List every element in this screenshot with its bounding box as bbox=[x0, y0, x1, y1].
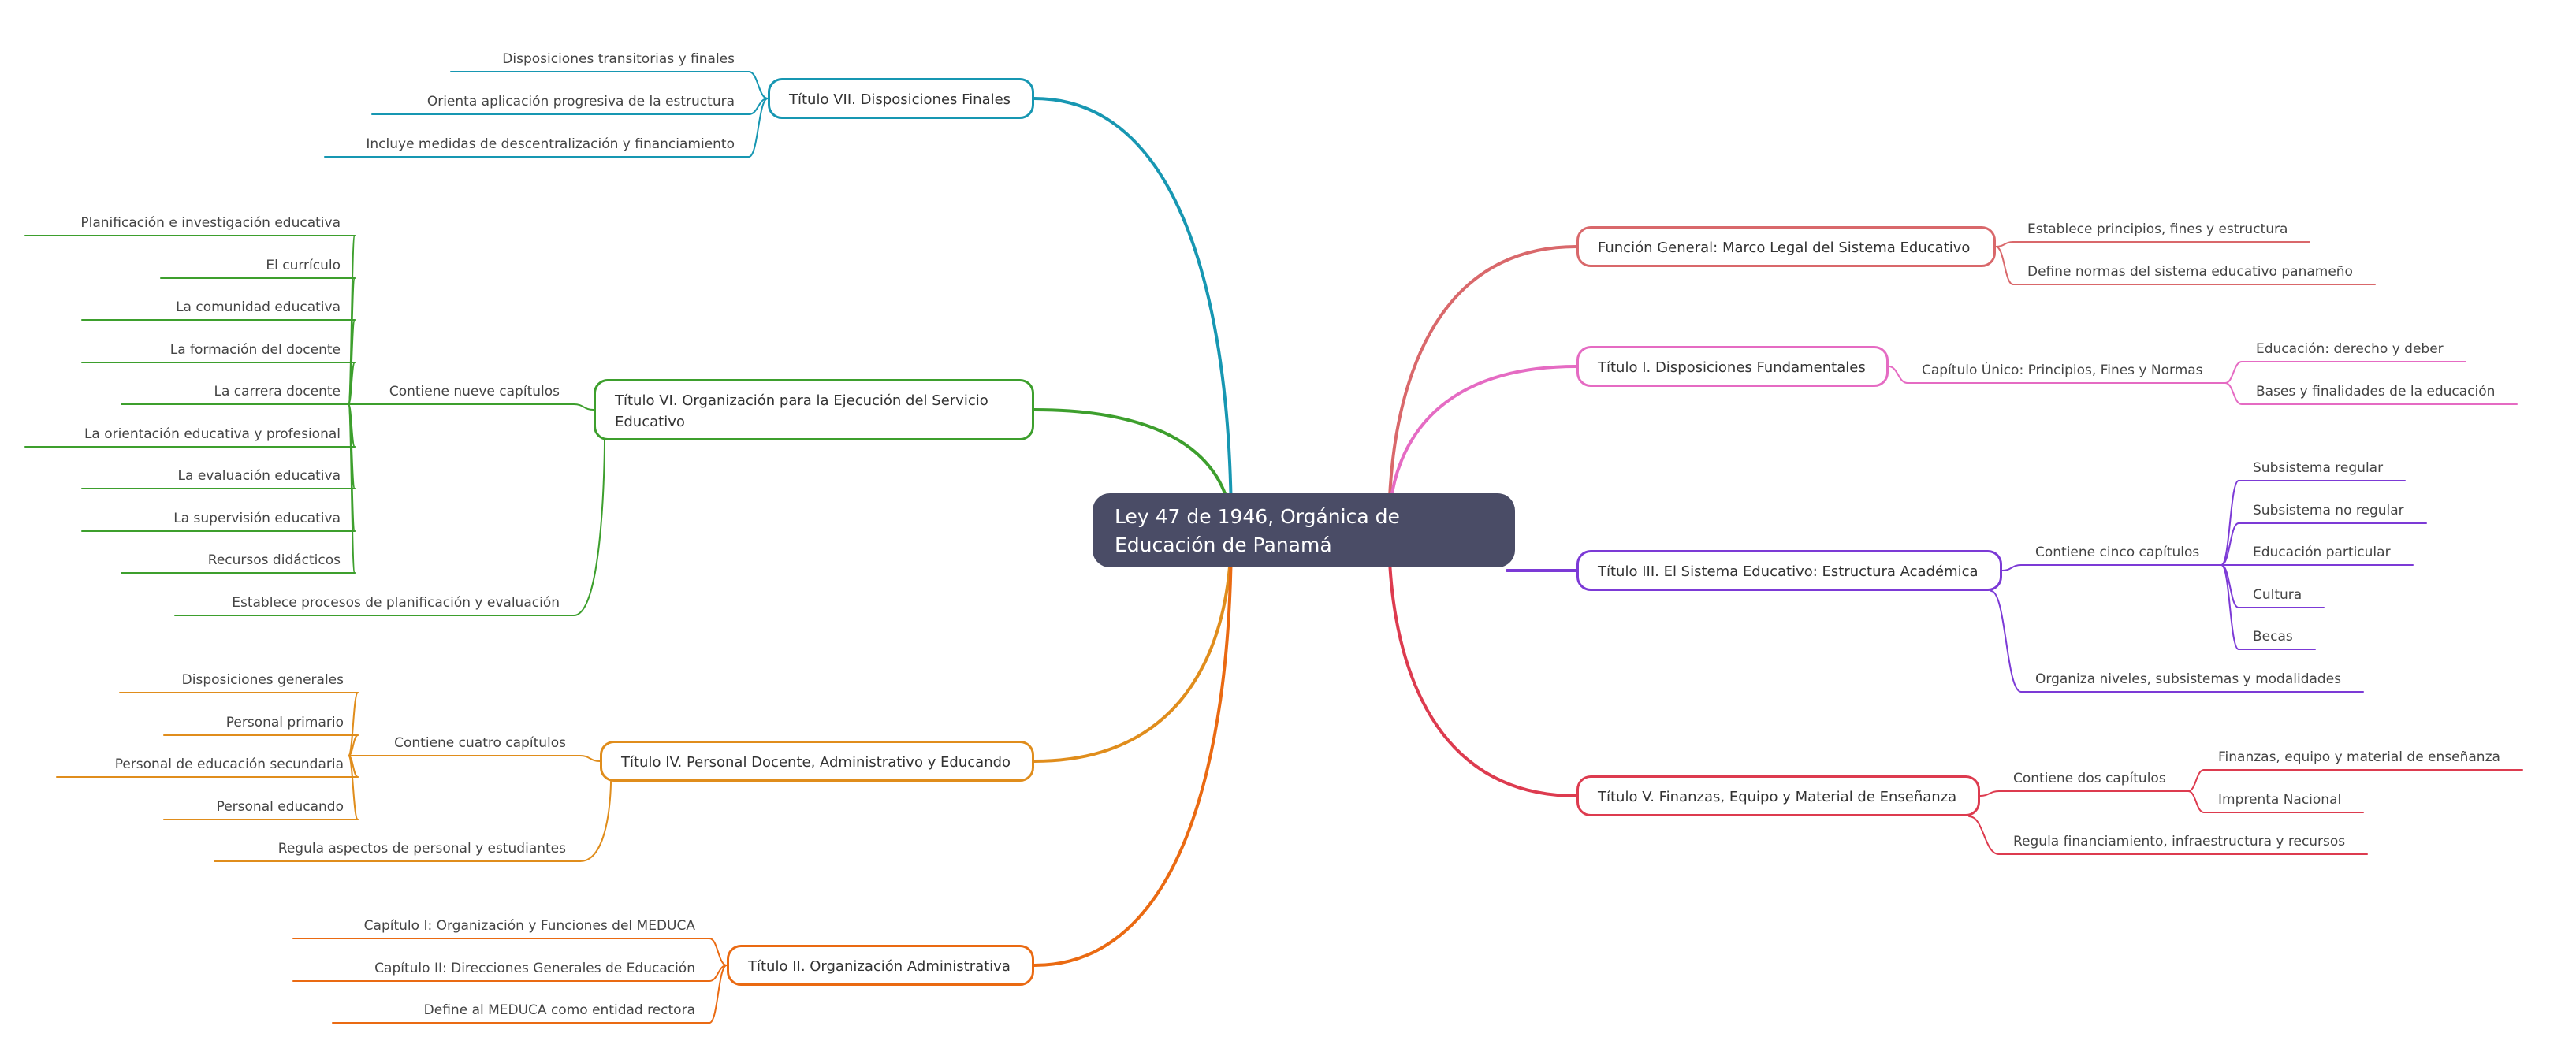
group-titulo-iii: Contiene cinco capítulos bbox=[2035, 545, 2200, 560]
leaf-titulo-vi-6: La orientación educativa y profesional bbox=[84, 426, 341, 442]
leaf-titulo-ii-1-link bbox=[709, 938, 728, 966]
leaf-titulo-i-2: Bases y finalidades de la educación bbox=[2256, 384, 2496, 400]
leaf-titulo-iv-extra-link bbox=[579, 781, 612, 862]
leaf-titulo-iv-4-link bbox=[348, 755, 359, 820]
leaf-titulo-vi-7: La evaluación educativa bbox=[177, 468, 341, 484]
group-titulo-vi: Contiene nueve capítulos bbox=[389, 384, 560, 400]
leaf-titulo-i-1: Educación: derecho y deber bbox=[2256, 341, 2444, 357]
leaf-titulo-i-1-link bbox=[2224, 361, 2243, 384]
leaf-titulo-v-1-link bbox=[2187, 769, 2205, 792]
leaf-titulo-iii-2-link bbox=[2220, 522, 2239, 566]
leaf-titulo-v-2: Imprenta Nacional bbox=[2218, 792, 2342, 808]
group-titulo-iv-link bbox=[579, 755, 601, 762]
group-titulo-i-link bbox=[1888, 366, 1908, 384]
leaf-titulo-i-2-link bbox=[2224, 382, 2243, 405]
leaf-titulo-iii-1-link bbox=[2220, 480, 2239, 566]
topic-titulo-v[interactable]: Título V. Finanzas, Equipo y Material de… bbox=[1576, 775, 1980, 816]
topic-titulo-iv[interactable]: Título IV. Personal Docente, Administrat… bbox=[600, 741, 1034, 782]
leaf-titulo-iv-2-link bbox=[348, 734, 359, 756]
topic-titulo-i[interactable]: Título I. Disposiciones Fundamentales bbox=[1576, 346, 1889, 387]
leaf-funcion-1: Establece principios, fines y estructura bbox=[2027, 221, 2288, 237]
leaf-titulo-iii-extra: Organiza niveles, subsistemas y modalida… bbox=[2035, 671, 2342, 687]
leaf-titulo-vi-9-link bbox=[348, 403, 356, 574]
leaf-titulo-vi-2: El currículo bbox=[266, 258, 341, 273]
leaf-funcion-2: Define normas del sistema educativo pana… bbox=[2027, 264, 2353, 280]
leaf-titulo-ii-3-link bbox=[709, 965, 728, 1024]
leaf-titulo-iii-5-link bbox=[2220, 564, 2239, 650]
leaf-titulo-iv-4: Personal educando bbox=[216, 799, 344, 815]
leaf-titulo-vii-1: Disposiciones transitorias y finales bbox=[502, 51, 735, 67]
leaf-titulo-vii-1-link bbox=[748, 71, 769, 99]
leaf-titulo-vi-extra: Establece procesos de planificación y ev… bbox=[232, 595, 560, 611]
leaf-titulo-ii-1: Capítulo I: Organización y Funciones del… bbox=[363, 918, 695, 934]
leaf-titulo-iv-extra: Regula aspectos de personal y estudiante… bbox=[277, 841, 566, 857]
group-titulo-v: Contiene dos capítulos bbox=[2013, 771, 2166, 786]
leaf-titulo-vi-4-link bbox=[348, 362, 356, 405]
leaf-titulo-iii-3: Educación particular bbox=[2253, 545, 2391, 560]
leaf-titulo-v-extra: Regula financiamiento, infraestructura y… bbox=[2013, 834, 2346, 849]
leaf-titulo-iv-2: Personal primario bbox=[225, 715, 344, 730]
leaf-funcion-1-link bbox=[1995, 241, 2014, 247]
central-topic[interactable]: Ley 47 de 1946, Orgánica de Educación de… bbox=[1093, 493, 1515, 567]
group-titulo-vi-link bbox=[573, 403, 594, 411]
leaf-titulo-v-1: Finanzas, equipo y material de enseñanza bbox=[2218, 749, 2500, 765]
leaf-titulo-vi-3: La comunidad educativa bbox=[176, 299, 341, 315]
leaf-titulo-vi-1: Planificación e investigación educativa bbox=[80, 215, 341, 231]
leaf-funcion-2-link bbox=[1995, 246, 2014, 285]
leaf-titulo-iii-4: Cultura bbox=[2253, 587, 2302, 603]
branch-topic-titulo-ii bbox=[1033, 529, 1233, 967]
leaf-titulo-iii-5: Becas bbox=[2253, 629, 2293, 645]
leaf-titulo-v-2-link bbox=[2187, 790, 2205, 813]
leaf-titulo-vii-3-link bbox=[748, 98, 769, 158]
topic-titulo-vii[interactable]: Título VII. Disposiciones Finales bbox=[768, 78, 1034, 119]
leaf-titulo-iv-3: Personal de educación secundaria bbox=[114, 756, 344, 772]
group-titulo-iii-link bbox=[2001, 564, 2022, 571]
group-titulo-iv: Contiene cuatro capítulos bbox=[394, 735, 566, 751]
leaf-titulo-vi-extra-link bbox=[573, 440, 605, 616]
leaf-titulo-vi-4: La formación del docente bbox=[169, 342, 341, 358]
leaf-titulo-iv-1: Disposiciones generales bbox=[181, 672, 344, 688]
branch-topic-funcion-general bbox=[1387, 245, 1578, 532]
topic-titulo-vi[interactable]: Título VI. Organización para la Ejecució… bbox=[594, 379, 1034, 440]
topic-titulo-ii[interactable]: Título II. Organización Administrativa bbox=[727, 945, 1034, 986]
topic-titulo-iii[interactable]: Título III. El Sistema Educativo: Estruc… bbox=[1576, 550, 2002, 591]
leaf-titulo-iii-1: Subsistema regular bbox=[2253, 460, 2384, 476]
leaf-titulo-iii-2: Subsistema no regular bbox=[2253, 503, 2404, 518]
group-titulo-i: Capítulo Único: Principios, Fines y Norm… bbox=[1922, 362, 2203, 378]
leaf-titulo-vi-5: La carrera docente bbox=[214, 384, 341, 400]
branch-topic-titulo-vii bbox=[1033, 97, 1233, 532]
leaf-titulo-vii-3: Incluye medidas de descentralización y f… bbox=[366, 136, 735, 152]
leaf-titulo-ii-2: Capítulo II: Direcciones Generales de Ed… bbox=[374, 961, 695, 976]
leaf-titulo-ii-3: Define al MEDUCA como entidad rectora bbox=[423, 1002, 695, 1018]
leaf-titulo-vii-2: Orienta aplicación progresiva de la estr… bbox=[426, 94, 735, 110]
leaf-titulo-vi-8: La supervisión educativa bbox=[173, 511, 341, 526]
leaf-titulo-iii-extra-link bbox=[1990, 590, 2022, 693]
leaf-titulo-vi-9: Recursos didácticos bbox=[207, 552, 341, 568]
group-titulo-v-link bbox=[1979, 790, 2000, 797]
leaf-titulo-v-extra-link bbox=[1968, 816, 2000, 855]
topic-funcion-general[interactable]: Función General: Marco Legal del Sistema… bbox=[1576, 226, 1996, 267]
